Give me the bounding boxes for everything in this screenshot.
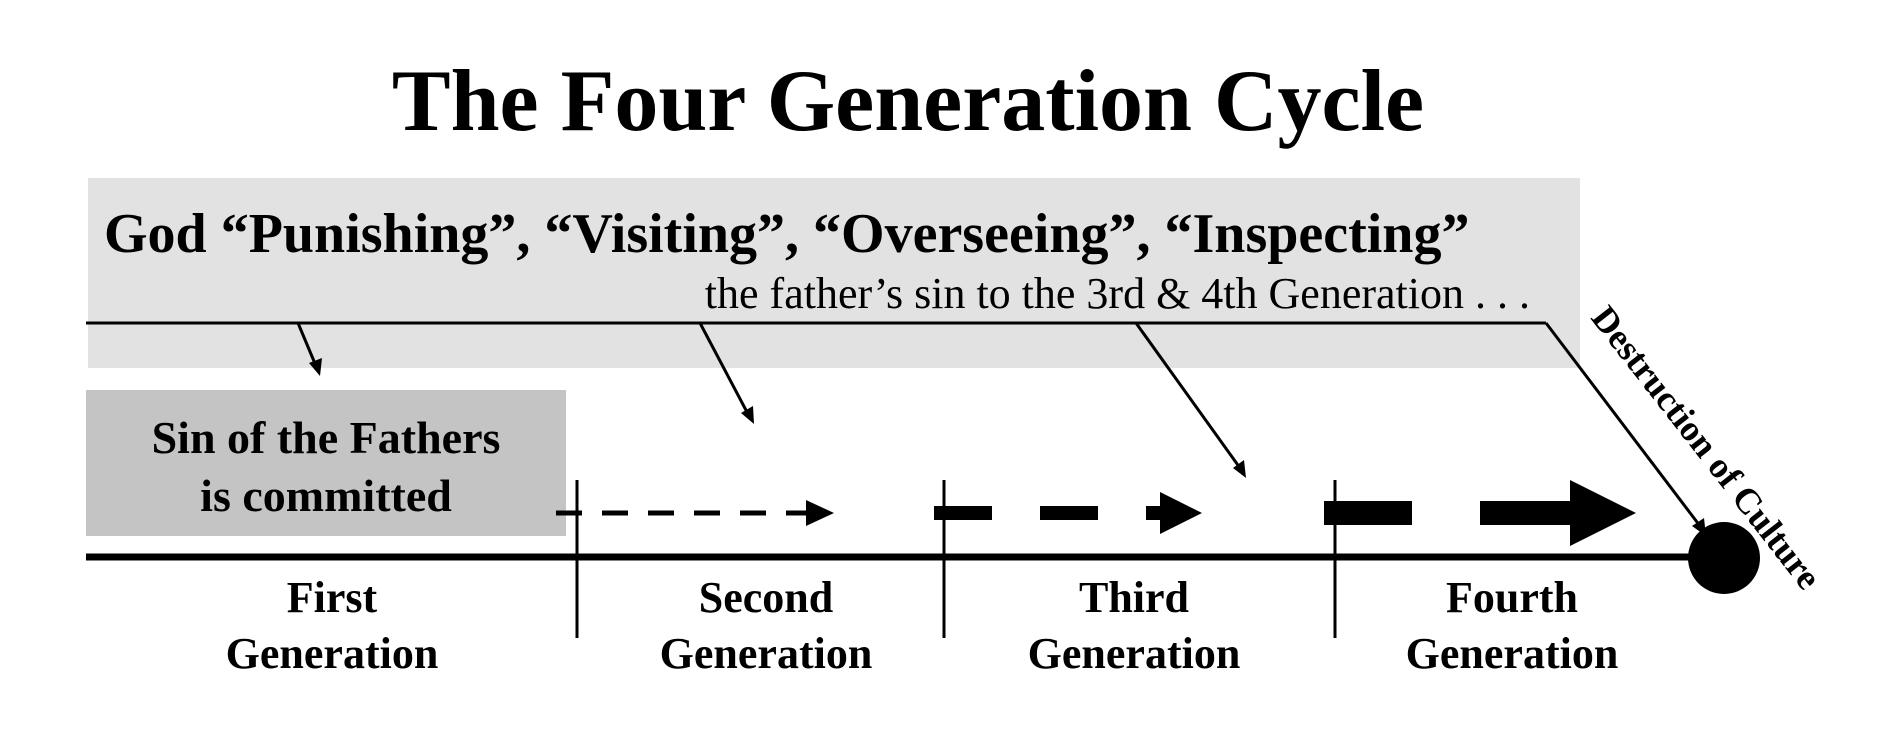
third-generation-line2: Generation [1028,629,1241,678]
arrow-head [741,406,754,424]
arrow-to-third-generation [1134,322,1242,469]
fourth-generation-line2: Generation [1406,629,1619,678]
fourth-generation-dash [1324,501,1412,525]
second-generation-line2: Generation [660,629,873,678]
fourth-generation-dash [1480,501,1572,525]
arrow-to-destruction [1544,322,1702,527]
escalation-arrows [556,480,1636,546]
first-generation-line2: Generation [226,629,439,678]
first-generation-line1: First [287,573,378,622]
visiting-arrows [296,322,1706,536]
second-generation-line1: Second [699,573,833,622]
banner-subheading: the father’s sin to the 3rd & 4th Genera… [705,269,1530,318]
fourth-generation-line1: Fourth [1446,573,1578,622]
banner-background [88,178,1580,368]
arrow-to-first-generation [296,322,318,367]
arrow-to-second-generation [698,322,750,415]
arrow-head [1160,492,1202,534]
arrow-head [806,500,834,526]
destruction-endpoint-dot [1688,522,1760,594]
banner-heading: God “Punishing”, “Visiting”, “Overseeing… [104,203,1469,265]
generation-labels: First Generation Second Generation Third… [226,573,1619,678]
sin-of-fathers-box [86,390,566,536]
arrow-head [1570,480,1636,546]
diagram-title: The Four Generation Cycle [392,53,1424,150]
arrow-head [1233,460,1246,478]
arrow-head [309,358,322,376]
sin-box-line2: is committed [200,470,452,521]
sin-box-line1: Sin of the Fathers [152,412,501,463]
third-generation-line1: Third [1079,573,1189,622]
